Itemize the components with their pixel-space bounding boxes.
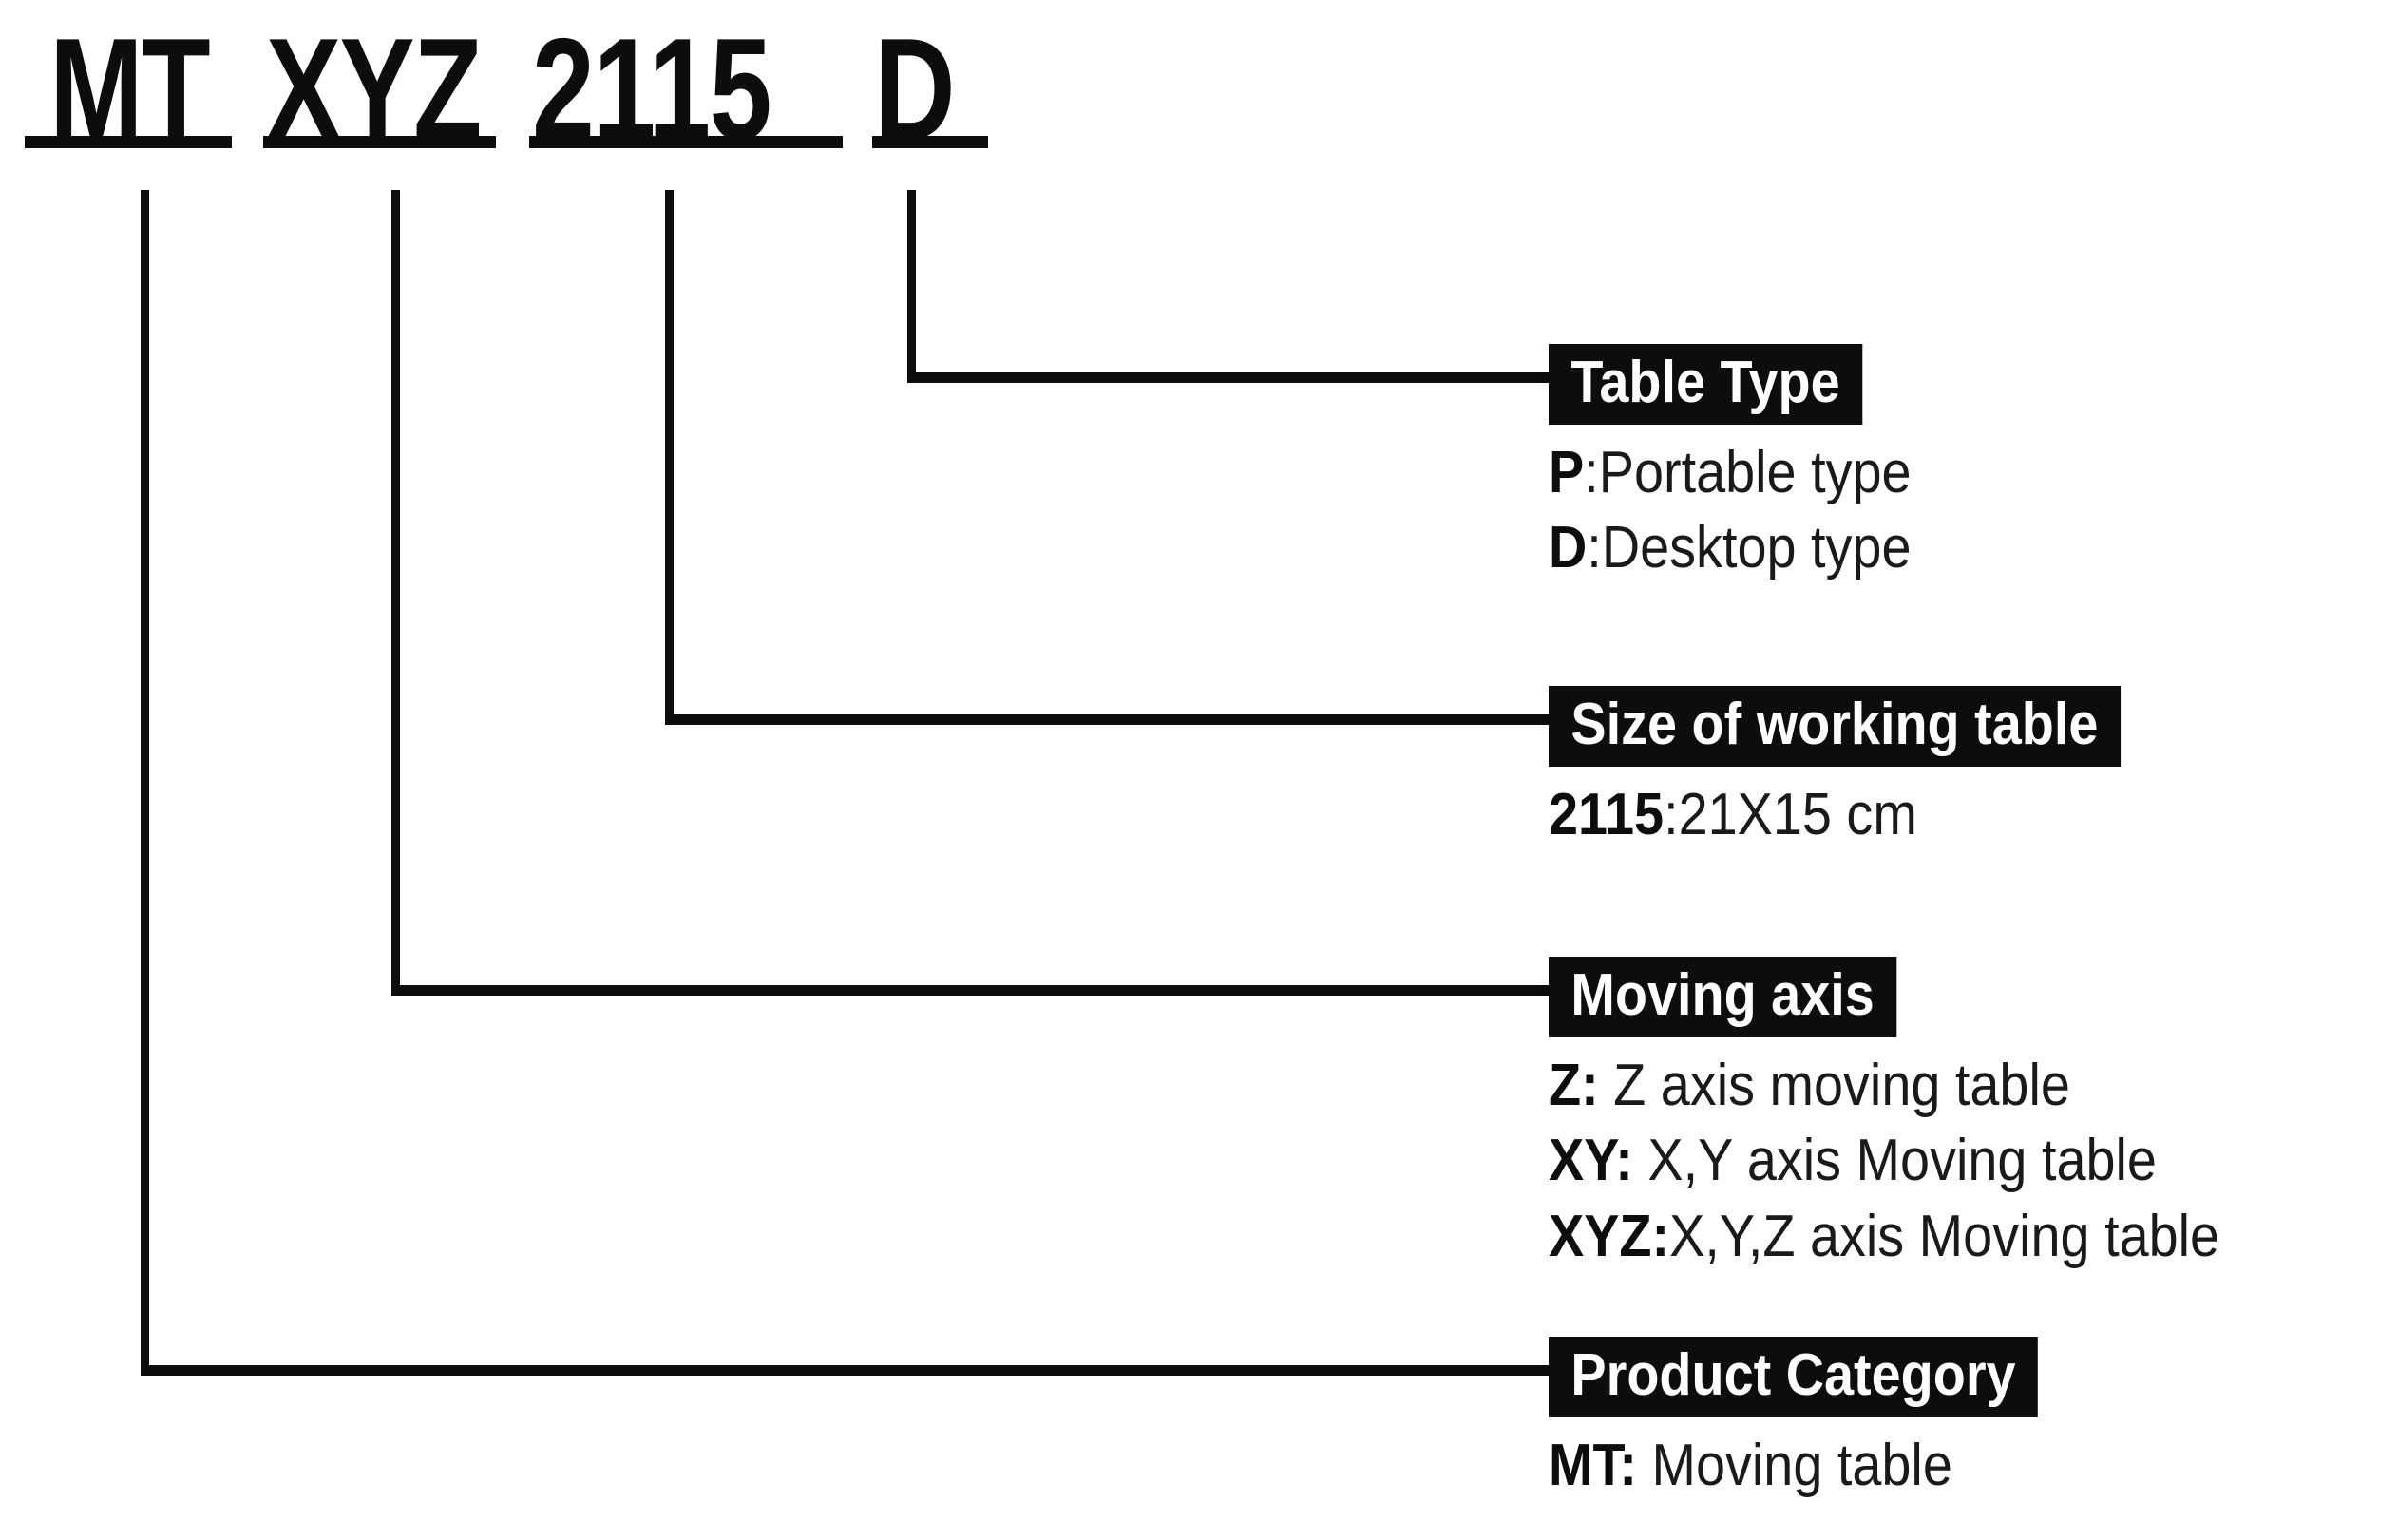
entry-row: Z: Z axis moving table <box>1549 1051 2219 1120</box>
section-entries-moving-axis: Z: Z axis moving table XY: X,Y axis Movi… <box>1549 1051 2294 1270</box>
entry-value: Portable type <box>1598 440 1912 506</box>
entry-key: MT: <box>1549 1433 1637 1499</box>
entry-key: XY: <box>1549 1128 1633 1194</box>
leader-vertical-size <box>665 190 674 722</box>
entry-row: MT: Moving table <box>1549 1431 2038 1500</box>
code-underline-2115 <box>529 136 843 148</box>
model-code-title: MT XYZ 2115 D <box>0 0 1045 190</box>
entry-row: XYZ:X,Y,Z axis Moving table <box>1549 1202 2219 1271</box>
entry-value: Moving table <box>1636 1433 1952 1499</box>
entry-key: D <box>1549 515 1588 581</box>
section-title-moving-axis: Moving axis <box>1549 957 1897 1038</box>
section-product-category: Product Category MT: Moving table <box>1549 1337 2092 1506</box>
section-entries-table-type: P:Portable type D:Desktop type <box>1549 438 1951 582</box>
entry-row: D:Desktop type <box>1549 513 1912 582</box>
section-moving-axis: Moving axis Z: Z axis moving table XY: X… <box>1549 957 2294 1277</box>
code-underline-mt <box>25 136 232 148</box>
section-entries-product-category: MT: Moving table <box>1549 1431 2092 1500</box>
entry-value: 21X15 cm <box>1678 782 1917 848</box>
entry-sep: : <box>1664 782 1679 848</box>
entry-key: P <box>1549 440 1585 506</box>
section-table-type: Table Type P:Portable type D:Desktop typ… <box>1549 344 1951 589</box>
entry-value: X,Y axis Moving table <box>1632 1128 2157 1194</box>
entry-row: 2115:21X15 cm <box>1549 780 2121 849</box>
entry-sep: : <box>1587 515 1602 581</box>
leader-vertical-product-category <box>141 190 149 1373</box>
entry-row: XY: X,Y axis Moving table <box>1549 1126 2219 1195</box>
entry-key: Z: <box>1549 1053 1599 1119</box>
leader-vertical-moving-axis <box>391 190 400 993</box>
entry-value: Desktop type <box>1601 515 1912 581</box>
entry-value: Z axis moving table <box>1598 1053 2070 1119</box>
leader-horizontal-product-category <box>141 1365 1553 1376</box>
leader-horizontal-size <box>665 714 1553 725</box>
section-size-of-working-table: Size of working table 2115:21X15 cm <box>1549 686 2184 855</box>
leader-horizontal-moving-axis <box>391 985 1553 996</box>
section-title-product-category: Product Category <box>1549 1337 2038 1418</box>
entry-key: XYZ: <box>1549 1203 1670 1269</box>
section-title-table-type: Table Type <box>1549 344 1863 426</box>
entry-value: X,Y,Z axis Moving table <box>1669 1203 2220 1269</box>
code-underline-xyz <box>263 136 496 148</box>
leader-vertical-table-type <box>907 190 916 380</box>
code-underline-d <box>872 136 988 148</box>
entry-row: P:Portable type <box>1549 438 1912 507</box>
entry-key: 2115 <box>1549 782 1665 848</box>
entry-sep: : <box>1584 440 1599 506</box>
section-title-size-of-working-table: Size of working table <box>1549 686 2121 768</box>
leader-horizontal-table-type <box>907 372 1553 383</box>
section-entries-size-of-working-table: 2115:21X15 cm <box>1549 780 2184 849</box>
